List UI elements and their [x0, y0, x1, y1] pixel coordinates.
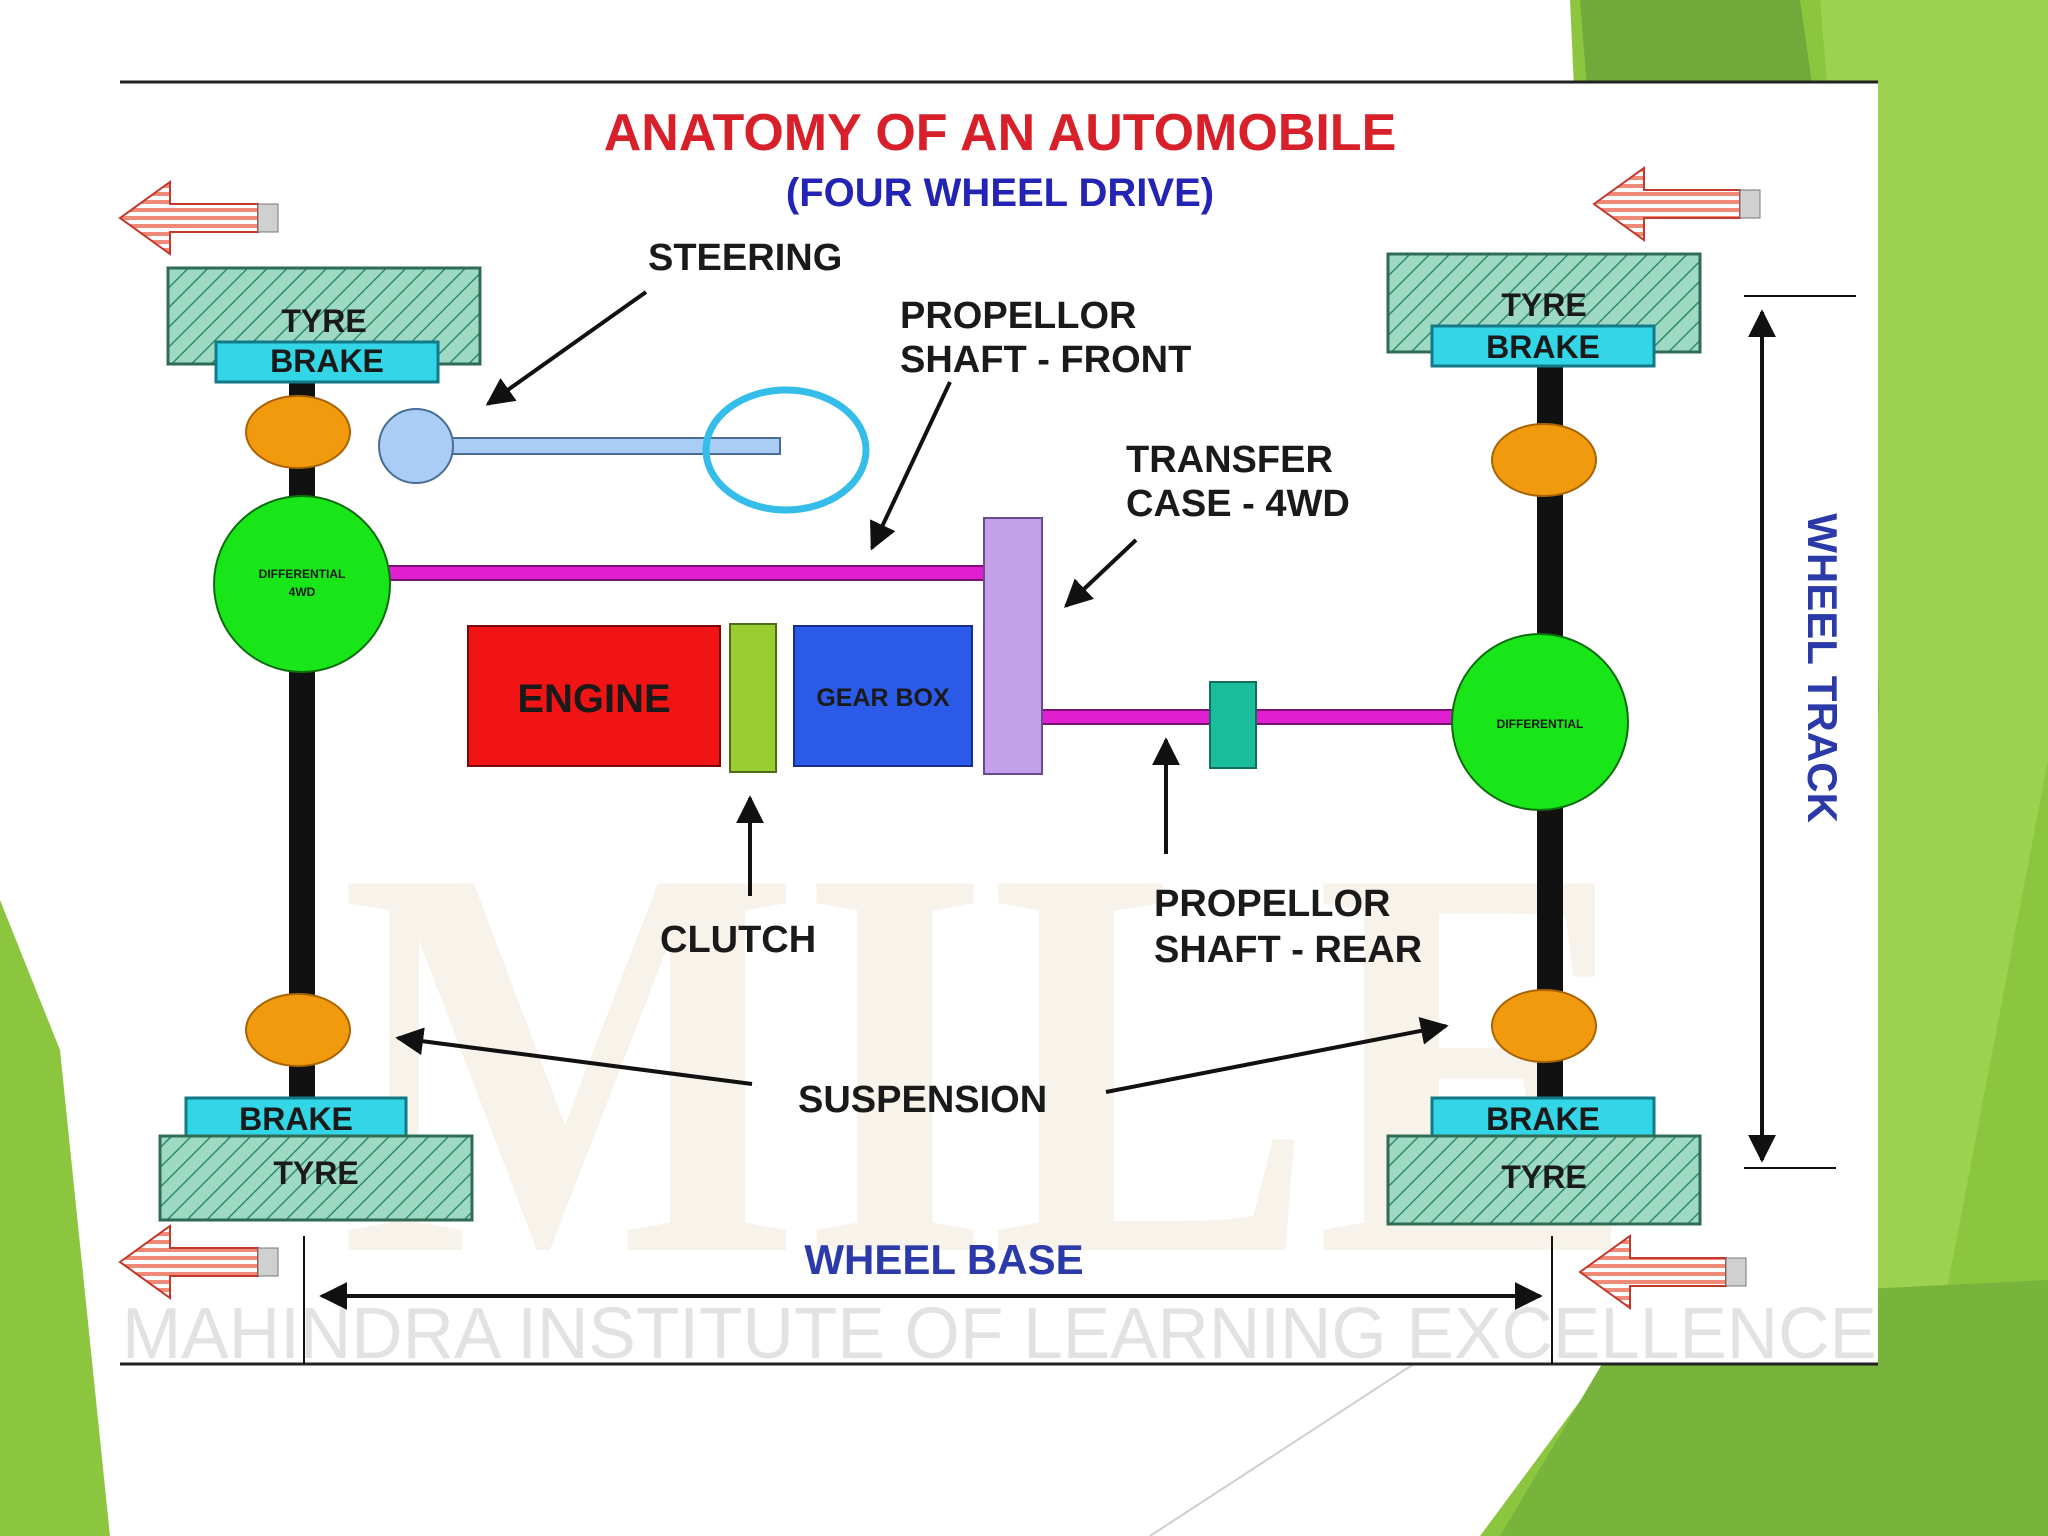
- label-prop-rear-1: PROPELLOR: [1154, 883, 1390, 925]
- brake-label: BRAKE: [239, 1101, 353, 1137]
- diagram-subtitle: (FOUR WHEEL DRIVE): [786, 171, 1214, 215]
- direction-arrow-bottom-right: [1578, 1234, 1747, 1310]
- rear-differential: DIFFERENTIAL: [1451, 633, 1629, 811]
- engine-label: ENGINE: [517, 677, 670, 721]
- steering-assembly: [378, 386, 870, 514]
- label-wheel-base: WHEEL BASE: [804, 1236, 1083, 1283]
- steering-pointer: [485, 290, 648, 406]
- front-left-wheel: TYRE BRAKE: [166, 266, 482, 384]
- prop-front-pointer: [870, 381, 952, 551]
- tyre-label: TYRE: [281, 303, 366, 339]
- wheel-track-dimension: [1744, 295, 1856, 1169]
- wheel-base-dimension: [303, 1236, 1553, 1364]
- brake-bottom-left: [184, 1096, 408, 1140]
- watermark-logo: MILE: [340, 752, 1640, 1372]
- brake-front-left: [214, 340, 440, 384]
- steering-column: [439, 437, 781, 455]
- steering-ball: [378, 408, 454, 484]
- suspension-left-pointer: [395, 1027, 753, 1086]
- brake-label: BRAKE: [1486, 1101, 1600, 1137]
- gearbox-label: GEAR BOX: [816, 684, 950, 712]
- suspension-front-top: [245, 395, 351, 469]
- front-right-wheel: TYRE BRAKE: [1386, 252, 1702, 368]
- clutch: [729, 623, 777, 773]
- watermark-text: MAHINDRA INSTITUTE OF LEARNING EXCELLENC…: [122, 1294, 1877, 1374]
- differential-label: DIFFERENTIAL: [1497, 717, 1584, 731]
- label-prop-front-1: PROPELLOR: [900, 295, 1136, 337]
- transfer-pointer: [1063, 538, 1138, 608]
- engine: ENGINE: [467, 625, 721, 767]
- tyre-label: TYRE: [1501, 1159, 1586, 1195]
- brake-label: BRAKE: [270, 343, 384, 379]
- label-transfer-1: TRANSFER: [1126, 439, 1333, 481]
- brake-bottom-right: [1430, 1096, 1656, 1140]
- transfer-case: [983, 517, 1043, 775]
- tyre-label: TYRE: [273, 1155, 358, 1191]
- propeller-shaft-front: [387, 565, 989, 581]
- label-clutch: CLUTCH: [660, 919, 816, 961]
- direction-arrow-top-left: [118, 180, 279, 256]
- diagram-title: ANATOMY OF AN AUTOMOBILE: [604, 104, 1397, 162]
- left-green-shape: [0, 900, 110, 1536]
- differential-label: DIFFERENTIAL: [259, 567, 346, 581]
- suspension-right-pointer: [1105, 1017, 1449, 1094]
- label-prop-front-2: SHAFT - FRONT: [900, 339, 1191, 381]
- brake-top-right: [1430, 324, 1656, 368]
- pointer-arrows: [395, 290, 1449, 1094]
- suspension-rear-bottom: [1491, 989, 1597, 1063]
- brake-label: BRAKE: [1486, 329, 1600, 365]
- suspension-rear-top: [1491, 423, 1597, 497]
- steering-wheel: [702, 386, 870, 514]
- label-suspension: SUSPENSION: [798, 1079, 1047, 1121]
- label-transfer-2: CASE - 4WD: [1126, 483, 1350, 525]
- tyre-bottom-left: [158, 1134, 474, 1222]
- gear-box: GEAR BOX: [793, 625, 973, 767]
- diagonal-line: [1149, 1359, 1421, 1536]
- direction-arrow-bottom-left: [118, 1224, 279, 1300]
- universal-joint: [1209, 681, 1257, 769]
- front-differential: DIFFERENTIAL 4WD: [213, 495, 391, 673]
- rear-right-wheel: BRAKE TYRE: [1386, 1096, 1702, 1226]
- tyre-bottom-right: [1386, 1134, 1702, 1226]
- label-steering: STEERING: [648, 237, 842, 279]
- tyre-label: TYRE: [1501, 287, 1586, 323]
- label-prop-rear-2: SHAFT - REAR: [1154, 929, 1422, 971]
- rear-left-wheel: BRAKE TYRE: [158, 1096, 474, 1222]
- label-wheel-track: WHEEL TRACK: [1799, 513, 1846, 823]
- suspension-front-bottom: [245, 993, 351, 1067]
- differential-4wd-label: 4WD: [289, 585, 316, 599]
- direction-arrow-top-right: [1592, 166, 1761, 242]
